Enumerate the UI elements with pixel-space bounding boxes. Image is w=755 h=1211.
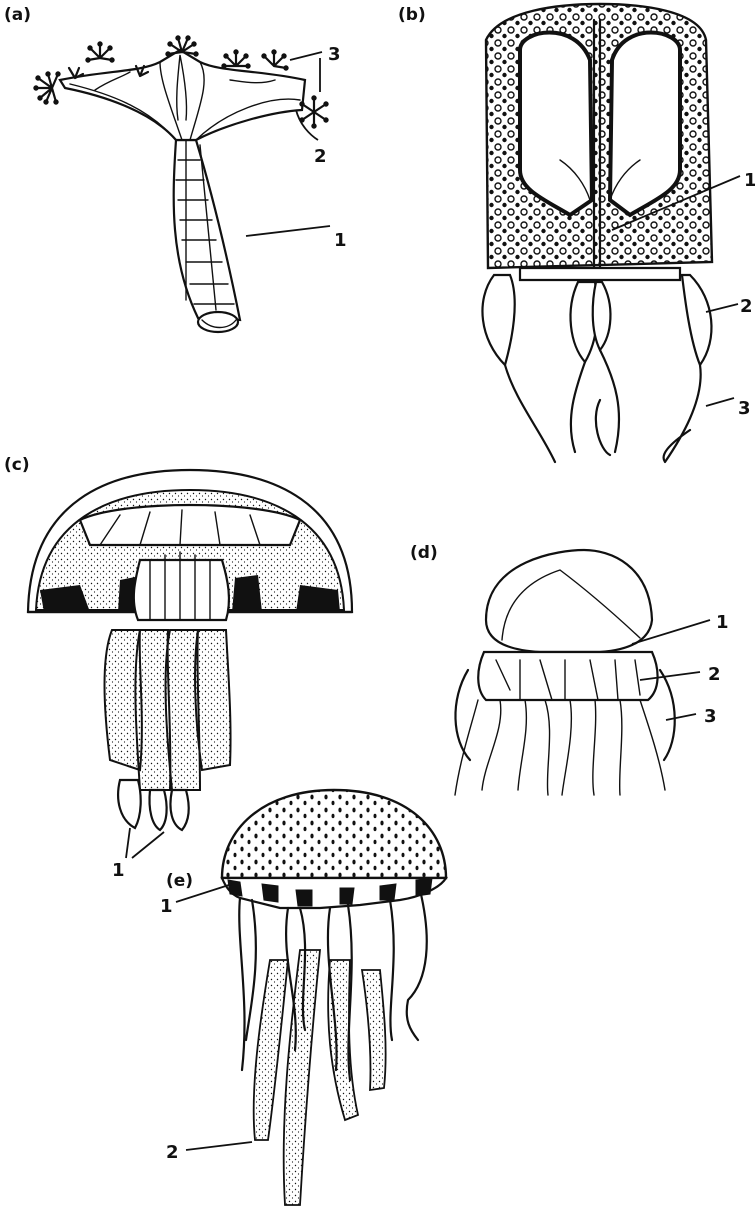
panel-c-leader-1	[126, 828, 164, 858]
panel-a-callout-3: 3	[328, 44, 341, 65]
panel-a-label: (a)	[4, 5, 31, 25]
panel-d-callout-3: 3	[704, 706, 717, 727]
panel-e-tentacles	[239, 890, 426, 1205]
panel-d-tentacles	[455, 652, 675, 795]
panel-d-leader-3	[666, 714, 696, 720]
panel-b-leader-3	[706, 398, 734, 406]
panel-a-callout-1: 1	[334, 230, 347, 251]
panel-a: (a) 1 2 3	[4, 5, 347, 332]
panel-a-calyx	[60, 50, 305, 140]
panel-e-callout-1: 1	[160, 896, 173, 917]
panel-b-bell	[486, 4, 712, 280]
panel-e-bell	[222, 790, 446, 908]
panel-d-bell	[486, 550, 652, 652]
panel-b-callout-1: 1	[744, 170, 755, 191]
panel-b-callout-3: 3	[738, 398, 751, 419]
panel-d-callout-1: 1	[716, 612, 729, 633]
panel-b-leader-2	[706, 304, 738, 312]
panel-e-leader-2	[186, 1142, 252, 1150]
panel-d-label: (d)	[410, 543, 438, 563]
panel-a-callout-2: 2	[314, 146, 327, 167]
panel-c-label: (c)	[4, 455, 30, 475]
panel-b-tentacles	[482, 275, 711, 462]
panel-d: (d) 1 2 3	[410, 543, 729, 795]
panel-b-callout-2: 2	[740, 296, 753, 317]
panel-a-leader-1	[246, 226, 330, 236]
panel-e-label: (e)	[166, 871, 193, 891]
panel-e-callout-2: 2	[166, 1142, 179, 1163]
panel-a-stalk	[174, 140, 240, 332]
panel-d-callout-2: 2	[708, 664, 721, 685]
panel-c-callout-1: 1	[112, 860, 125, 881]
panel-e: (e) 1 2	[160, 790, 446, 1205]
panel-b: (b) 1 2 3	[398, 4, 755, 462]
panel-b-label: (b)	[398, 5, 426, 25]
